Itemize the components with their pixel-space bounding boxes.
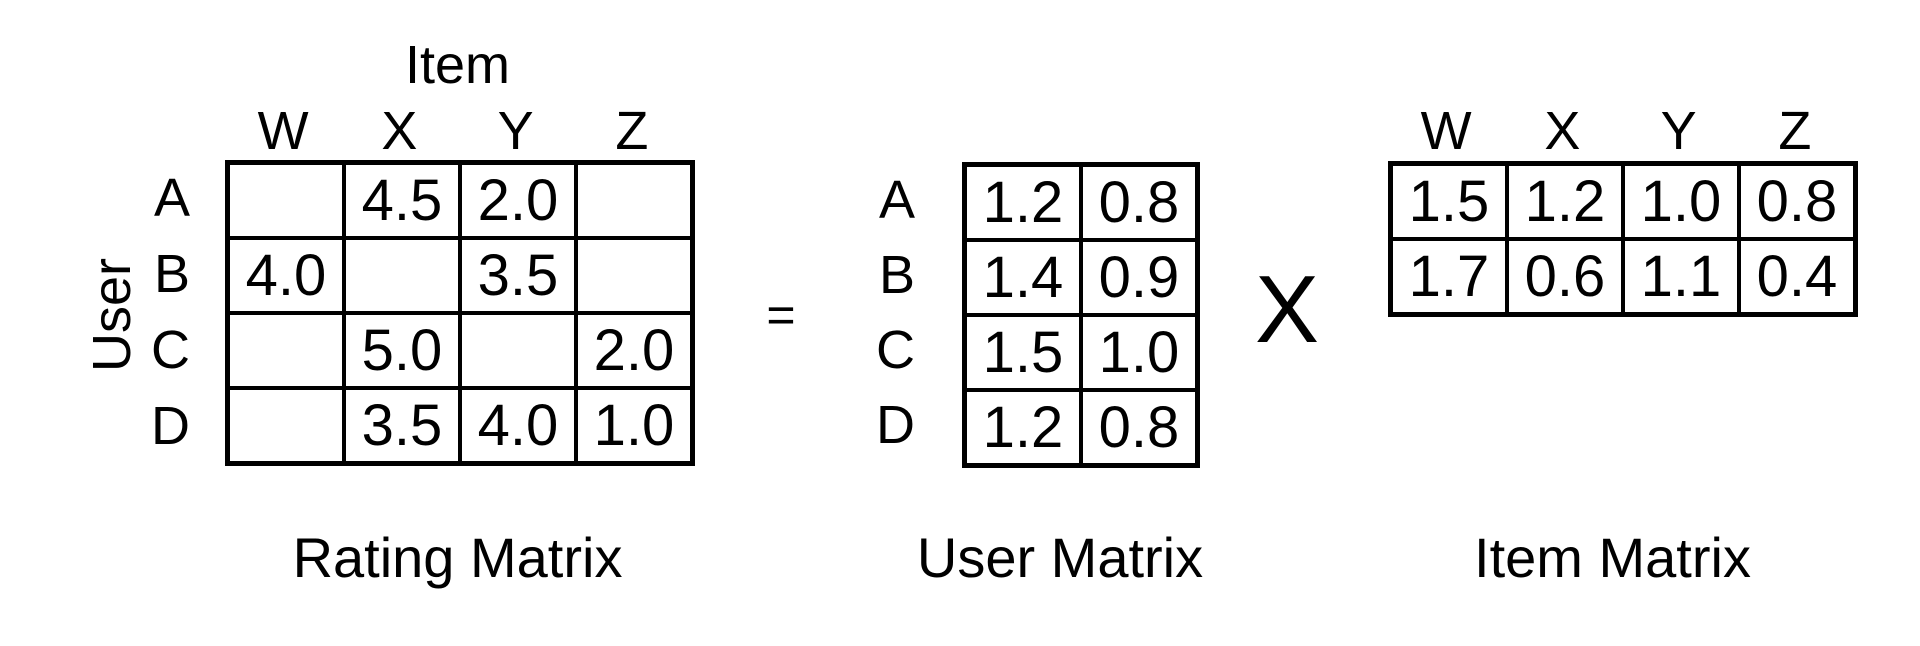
user-cell-c-f1: 1.5 xyxy=(962,313,1083,392)
item-matrix-column-headers: W X Y Z xyxy=(1388,100,1853,161)
item-cell-f1-y: 1.0 xyxy=(1621,161,1741,241)
item-matrix-caption: Item Matrix xyxy=(1474,526,1751,589)
user-matrix-row-labels: A B C D xyxy=(830,162,915,462)
rating-cell-c-w xyxy=(225,311,346,390)
rating-cell-c-z: 2.0 xyxy=(574,311,695,390)
item-cell-f2-z: 0.4 xyxy=(1737,237,1858,317)
item-col-header-w: W xyxy=(1420,101,1472,161)
rating-cell-b-w: 4.0 xyxy=(225,236,346,315)
rating-col-header-w: W xyxy=(257,101,309,161)
user-cell-d-f2: 0.8 xyxy=(1079,388,1200,468)
rating-cell-b-y: 3.5 xyxy=(458,236,578,315)
rating-cell-a-y: 2.0 xyxy=(458,160,578,240)
equals-operator: = xyxy=(766,287,796,343)
table-row: 1.5 1.2 1.0 0.8 xyxy=(1388,161,1858,241)
rating-matrix-caption: Rating Matrix xyxy=(292,526,623,589)
multiply-operator: X xyxy=(1254,256,1320,363)
rating-col-header-z: Z xyxy=(615,101,649,161)
rating-matrix-row-labels: A B C D xyxy=(105,160,190,464)
user-row-header-c: C xyxy=(876,319,915,380)
item-col-header-z: Z xyxy=(1778,101,1812,161)
rating-matrix-table: 4.5 2.0 4.0 3.5 5.0 2.0 3.5 4.0 1.0 xyxy=(225,160,695,466)
rating-row-header-c: C xyxy=(151,320,190,380)
rating-cell-d-x: 3.5 xyxy=(342,386,462,466)
table-row: 1.2 0.8 xyxy=(962,162,1200,242)
table-row: 1.2 0.8 xyxy=(962,388,1200,468)
rating-cell-d-y: 4.0 xyxy=(458,386,578,466)
item-axis-label: Item xyxy=(404,35,511,95)
rating-row-header-b: B xyxy=(153,244,190,304)
user-matrix-caption: User Matrix xyxy=(916,526,1204,589)
table-row: 1.5 1.0 xyxy=(962,313,1200,392)
rating-col-header-y: Y xyxy=(497,101,534,161)
item-cell-f1-x: 1.2 xyxy=(1505,161,1625,241)
rating-cell-a-x: 4.5 xyxy=(342,160,462,240)
rating-matrix-column-headers: W X Y Z xyxy=(225,100,690,161)
rating-row-header-d: D xyxy=(151,396,190,456)
table-row: 1.4 0.9 xyxy=(962,238,1200,317)
rating-row-header-a: A xyxy=(153,168,190,228)
item-cell-f1-w: 1.5 xyxy=(1388,161,1509,241)
user-cell-b-f1: 1.4 xyxy=(962,238,1083,317)
user-cell-a-f1: 1.2 xyxy=(962,162,1083,242)
table-row: 5.0 2.0 xyxy=(225,311,695,390)
rating-col-header-x: X xyxy=(381,101,418,161)
table-row: 4.5 2.0 xyxy=(225,160,695,240)
rating-cell-b-z xyxy=(574,236,695,315)
rating-cell-c-y xyxy=(458,311,578,390)
user-row-header-d: D xyxy=(876,394,915,455)
rating-cell-a-z xyxy=(574,160,695,240)
item-cell-f1-z: 0.8 xyxy=(1737,161,1858,241)
table-row: 1.7 0.6 1.1 0.4 xyxy=(1388,237,1858,317)
rating-cell-c-x: 5.0 xyxy=(342,311,462,390)
rating-cell-a-w xyxy=(225,160,346,240)
user-matrix-table: 1.2 0.8 1.4 0.9 1.5 1.0 1.2 0.8 xyxy=(962,162,1200,468)
rating-cell-d-w xyxy=(225,386,346,466)
user-cell-b-f2: 0.9 xyxy=(1079,238,1200,317)
table-row: 4.0 3.5 xyxy=(225,236,695,315)
item-cell-f2-y: 1.1 xyxy=(1621,237,1741,317)
table-row: 3.5 4.0 1.0 xyxy=(225,386,695,466)
item-cell-f2-x: 0.6 xyxy=(1505,237,1625,317)
rating-cell-b-x xyxy=(342,236,462,315)
item-col-header-x: X xyxy=(1544,101,1581,161)
user-cell-c-f2: 1.0 xyxy=(1079,313,1200,392)
user-cell-a-f2: 0.8 xyxy=(1079,162,1200,242)
user-row-header-a: A xyxy=(878,169,915,230)
item-cell-f2-w: 1.7 xyxy=(1388,237,1509,317)
item-matrix-table: 1.5 1.2 1.0 0.8 1.7 0.6 1.1 0.4 xyxy=(1388,161,1858,317)
rating-cell-d-z: 1.0 xyxy=(574,386,695,466)
user-cell-d-f1: 1.2 xyxy=(962,388,1083,468)
user-row-header-b: B xyxy=(878,244,915,305)
item-col-header-y: Y xyxy=(1660,101,1697,161)
